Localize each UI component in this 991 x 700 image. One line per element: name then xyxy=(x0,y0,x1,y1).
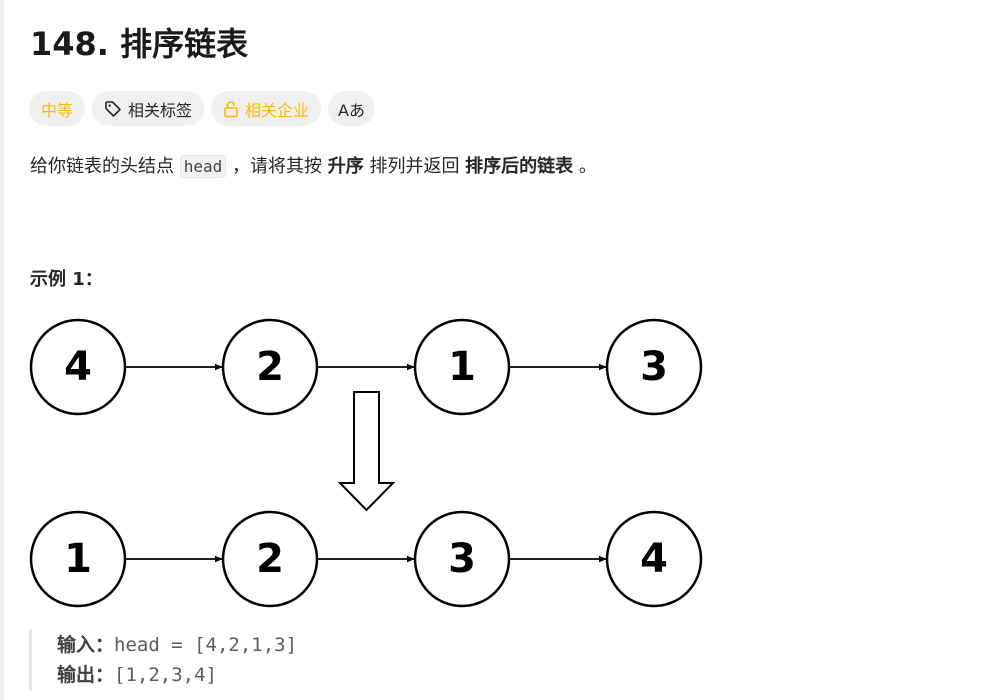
related-topics-button[interactable]: 相关标签 xyxy=(92,91,205,126)
output-value: [1,2,3,4] xyxy=(114,664,217,686)
lock-icon xyxy=(223,100,239,118)
desc-text-4: 。 xyxy=(573,156,597,177)
related-topics-label: 相关标签 xyxy=(128,100,193,120)
output-label: 输出： xyxy=(57,664,115,686)
output-node-value: 3 xyxy=(448,536,476,582)
related-companies-label: 相关企业 xyxy=(245,100,310,120)
output-node-value: 4 xyxy=(640,536,668,582)
input-node-value: 2 xyxy=(256,344,284,390)
input-node-circle xyxy=(605,318,703,416)
desc-text-1: 给你链表的头结点 xyxy=(30,156,180,177)
panel-left-edge xyxy=(0,0,4,700)
related-companies-button[interactable]: 相关企业 xyxy=(211,91,322,126)
translate-button[interactable]: Aあ xyxy=(328,91,375,126)
example-output-row: 输出：[1,2,3,4] xyxy=(57,660,297,690)
output-node-value: 2 xyxy=(256,536,284,582)
input-label: 输入： xyxy=(57,634,115,656)
difficulty-badge: 中等 xyxy=(29,91,86,126)
input-node-value: 3 xyxy=(640,344,668,390)
linked-list-diagram: 4 2 1 3 1 2 3 4 xyxy=(29,318,703,608)
desc-bold-sorted-list: 排序后的链表 xyxy=(465,156,574,177)
input-list: 4 2 1 3 xyxy=(29,318,703,416)
input-node-value: 4 xyxy=(64,344,92,390)
tag-icon xyxy=(104,100,122,118)
example-io-block: 输入：head = [4,2,1,3] 输出：[1,2,3,4] xyxy=(29,630,297,690)
code-head: head xyxy=(179,155,227,178)
example-heading: 示例 1： xyxy=(30,269,103,290)
translate-icon: Aあ xyxy=(338,100,365,120)
problem-title: 148. 排序链表 xyxy=(30,25,249,63)
desc-text-3: 排列并返回 xyxy=(363,156,466,177)
desc-bold-ascending: 升序 xyxy=(327,156,364,177)
desc-text-2: ，请将其按 xyxy=(226,156,328,177)
difficulty-label: 中等 xyxy=(41,100,74,120)
problem-description: 给你链表的头结点 head ，请将其按 升序 排列并返回 排序后的链表 。 xyxy=(30,152,597,182)
output-node-value: 1 xyxy=(64,536,92,582)
tag-bar: 中等 相关标签 相关企业 Aあ xyxy=(29,91,375,126)
input-value: head = [4,2,1,3] xyxy=(114,634,298,656)
input-node-value: 1 xyxy=(448,344,476,390)
sort-down-arrow-icon xyxy=(337,391,396,512)
example-input-row: 输入：head = [4,2,1,3] xyxy=(57,630,297,660)
output-list: 1 2 3 4 xyxy=(29,510,703,608)
output-node-circle xyxy=(605,510,703,608)
